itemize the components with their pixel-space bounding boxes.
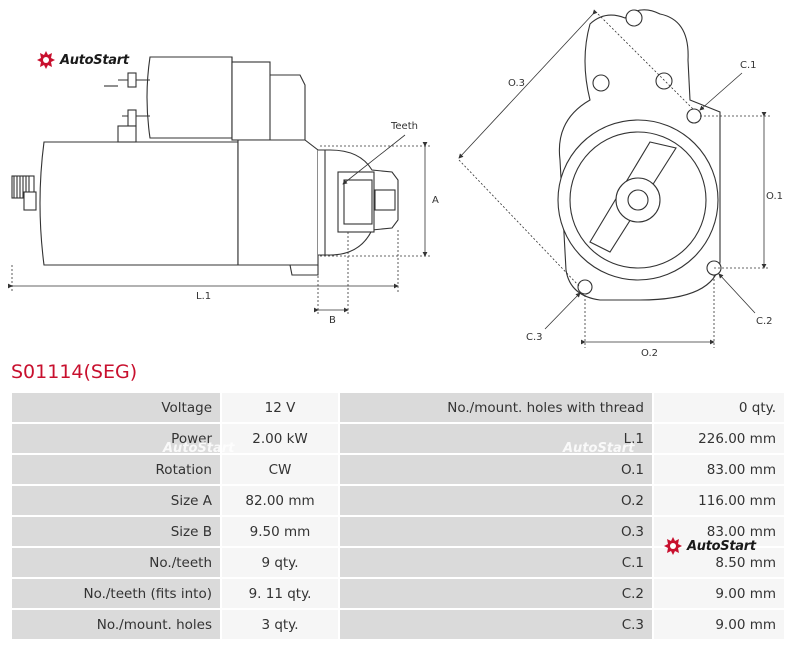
spec-key: No./mount. holes: [12, 610, 220, 639]
dimension-c2-label: C.2: [756, 316, 773, 327]
dimension-o3-label: O.3: [508, 78, 525, 89]
dimension-c1-label: C.1: [740, 60, 757, 71]
spec-key: Voltage: [12, 393, 220, 422]
spec-key: Power: [12, 424, 220, 453]
dimension-o2-label: O.2: [641, 348, 658, 359]
teeth-label: Teeth: [390, 121, 418, 132]
spec-key: C.3: [340, 610, 652, 639]
logo-text: AutoStart: [687, 538, 756, 554]
side-dimensions: [8, 134, 430, 316]
starter-side-view: [11, 56, 399, 276]
starter-front-view: [557, 9, 722, 301]
spec-value: 0 qty.: [654, 393, 784, 422]
dimension-a-label: A: [432, 195, 439, 206]
spec-value: 83.00 mm: [654, 455, 784, 484]
product-title: S01114(SEG): [11, 361, 138, 383]
spec-key: C.1: [340, 548, 652, 577]
spec-value: 82.00 mm: [222, 486, 338, 515]
dimension-c3-label: C.3: [526, 332, 543, 343]
spec-key: O.1: [340, 455, 652, 484]
dimension-b-label: B: [329, 315, 336, 326]
spec-value: CW: [222, 455, 338, 484]
spec-key: O.3: [340, 517, 652, 546]
dimension-o1-label: O.1: [766, 191, 783, 202]
spec-key: Rotation: [12, 455, 220, 484]
spec-value: 8.50 mm: [654, 548, 784, 577]
logo-text: AutoStart: [60, 52, 129, 68]
dimension-l1-label: L.1: [196, 291, 211, 302]
spec-value: 9.50 mm: [222, 517, 338, 546]
autostart-logo: AutoStart: [36, 50, 129, 70]
spec-key: Size B: [12, 517, 220, 546]
autostart-logo-bottom: AutoStart: [663, 536, 756, 556]
gear-icon: [37, 51, 55, 69]
gear-icon: [664, 537, 682, 555]
spec-key: Size A: [12, 486, 220, 515]
spec-value: 116.00 mm: [654, 486, 784, 515]
spec-value: 3 qty.: [222, 610, 338, 639]
spec-key: O.2: [340, 486, 652, 515]
spec-key: L.1: [340, 424, 652, 453]
spec-value: 9 qty.: [222, 548, 338, 577]
spec-value: 9. 11 qty.: [222, 579, 338, 608]
spec-value: 12 V: [222, 393, 338, 422]
spec-value: 226.00 mm: [654, 424, 784, 453]
spec-key: No./teeth: [12, 548, 220, 577]
spec-key: No./mount. holes with thread: [340, 393, 652, 422]
front-dimensions: [458, 9, 770, 348]
technical-drawing: Teeth A L.1 B O.3 C.1 O.1 C.2 C.3 O.2: [8, 9, 783, 359]
spec-value: 9.00 mm: [654, 579, 784, 608]
spec-value: 9.00 mm: [654, 610, 784, 639]
spec-value: 2.00 kW: [222, 424, 338, 453]
spec-key: No./teeth (fits into): [12, 579, 220, 608]
spec-key: C.2: [340, 579, 652, 608]
